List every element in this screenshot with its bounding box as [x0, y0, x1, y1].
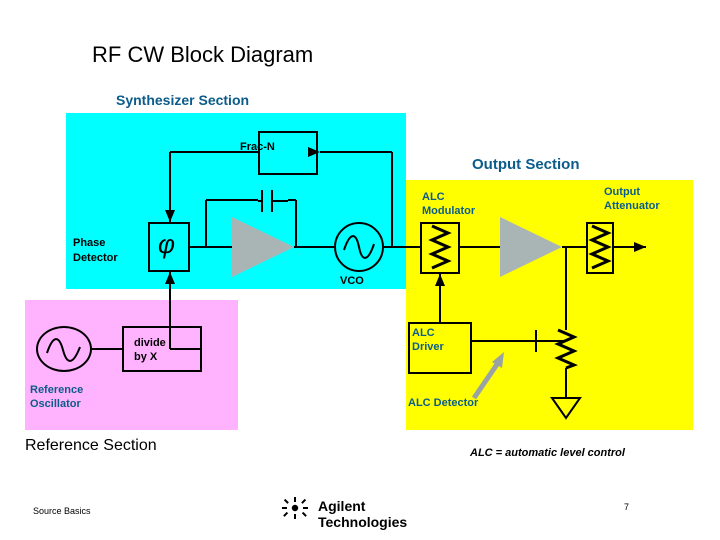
reference-oscillator-block[interactable] [36, 326, 92, 372]
capacitor-symbol [258, 190, 288, 212]
reference-section-title: Reference Section [25, 437, 157, 454]
page-title: RF CW Block Diagram [92, 42, 314, 67]
alc-driver-block[interactable] [408, 322, 472, 374]
synthesizer-section-label: Synthesizer Section [116, 92, 250, 108]
detector-resistor-zigzag [554, 328, 578, 370]
ground-symbol [550, 397, 582, 420]
reference-oscillator-label: Reference Oscillator [30, 383, 83, 411]
frac-n-block[interactable] [258, 131, 318, 175]
vco-label: VCO [340, 275, 364, 287]
alc-modulator-label: ALC Modulator [422, 190, 475, 218]
output-attenuator-block[interactable] [586, 222, 614, 274]
arrow-to-phase-detector-bottom [165, 272, 175, 284]
phase-detector-label-line2: Detector [73, 252, 118, 264]
divide-by-x-label-line2: by X [134, 351, 158, 363]
detector-diode-symbol [520, 330, 548, 352]
alc-modulator-label-line2: Modulator [422, 205, 476, 217]
arrow-to-phase-detector-top [165, 210, 175, 222]
footer-source-label: Source Basics [33, 506, 91, 516]
alc-modulator-label-line1: ALC [422, 191, 445, 203]
page-number: 7 [624, 502, 630, 512]
agilent-logo-text: Agilent Technologies [318, 498, 408, 530]
frac-n-label: Frac-N [240, 141, 275, 153]
alc-detector-pointer-arrow [471, 352, 504, 400]
alc-driver-label: ALC Driver [412, 326, 444, 354]
divide-by-x-label-line1: divide [134, 337, 166, 349]
alc-detector-label: ALC Detector [408, 397, 479, 409]
arrow-alc-control [435, 274, 445, 286]
output-section-label: Output Section [472, 156, 580, 173]
alc-footnote: ALC = automatic level control [470, 447, 625, 459]
divide-by-x-block[interactable] [122, 326, 202, 372]
alc-modulator-block[interactable] [420, 222, 460, 274]
alc-modulator-zigzag [428, 224, 452, 270]
loop-amplifier-icon [232, 217, 294, 277]
reference-oscillator-sine-icon [46, 338, 81, 362]
reference-oscillator-label-line2: Oscillator [30, 398, 81, 410]
output-attenuator-zigzag [588, 224, 612, 270]
output-attenuator-label: Output Attenuator [604, 185, 660, 213]
vco-block[interactable] [334, 222, 384, 272]
output-amplifier-icon [500, 217, 562, 277]
vco-sine-icon [343, 235, 375, 259]
output-attenuator-label-line2: Attenuator [604, 200, 660, 212]
reference-oscillator-label-line1: Reference [30, 384, 84, 396]
output-attenuator-label-line1: Output [604, 186, 641, 198]
phase-detector-label-line1: Phase [73, 237, 106, 249]
divide-by-x-label: divide by X [134, 336, 166, 364]
agilent-spark-icon [282, 497, 308, 519]
alc-driver-label-line2: Driver [412, 341, 444, 353]
phi-symbol-icon: φ [158, 229, 175, 259]
arrow-rf-output [634, 242, 646, 252]
phase-detector-block[interactable] [148, 222, 190, 272]
agilent-logo: Agilent Technologies [278, 495, 438, 530]
alc-driver-label-line1: ALC [412, 327, 435, 339]
arrow-to-fracn [308, 147, 320, 157]
phase-detector-label: Phase Detector [73, 236, 118, 266]
